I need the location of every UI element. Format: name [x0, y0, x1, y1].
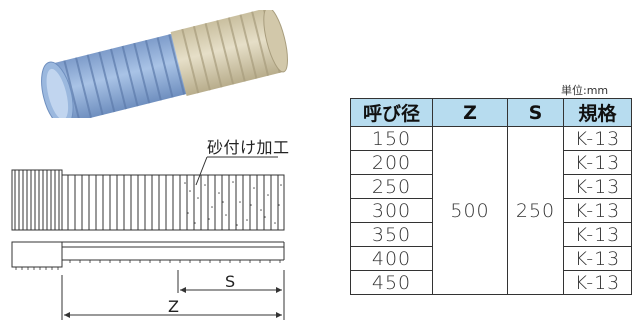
size-cell: 450 [350, 270, 433, 295]
spec-table: 呼び径 Z S 規格 150 500 250 K-13 200 K-13 250… [350, 98, 632, 295]
s-value-cell: 250 [507, 126, 564, 295]
pipe-drawing [11, 156, 285, 320]
standard-cell: K-13 [563, 222, 632, 247]
standard-cell: K-13 [563, 126, 632, 151]
header-z: Z [432, 98, 508, 127]
size-cell: 350 [350, 222, 433, 247]
size-cell: 200 [350, 150, 433, 175]
size-cell: 250 [350, 174, 433, 199]
sand-coating-callout: 砂付け加工 [207, 138, 290, 157]
table-row: 450 K-13 [350, 270, 632, 295]
standard-cell: K-13 [563, 198, 632, 223]
unit-label: 単位:mm [561, 84, 609, 97]
size-cell: 150 [350, 126, 433, 151]
header-size: 呼び径 [350, 98, 433, 127]
table-row: 350 K-13 [350, 222, 632, 247]
size-cell: 400 [350, 246, 433, 271]
header-standard: 規格 [563, 98, 632, 127]
z-value-cell: 500 [432, 126, 508, 295]
standard-cell: K-13 [563, 246, 632, 271]
table-row: 150 500 250 K-13 [350, 126, 632, 295]
size-cell: 300 [350, 198, 433, 223]
header-s: S [507, 98, 564, 127]
standard-cell: K-13 [563, 174, 632, 199]
dimension-s-label: S [225, 272, 236, 291]
dimension-z-label: Z [168, 297, 179, 316]
pipe-photo [41, 10, 288, 118]
standard-cell: K-13 [563, 270, 632, 295]
table-header-row: 呼び径 Z S 規格 [350, 98, 632, 127]
standard-cell: K-13 [563, 150, 632, 175]
